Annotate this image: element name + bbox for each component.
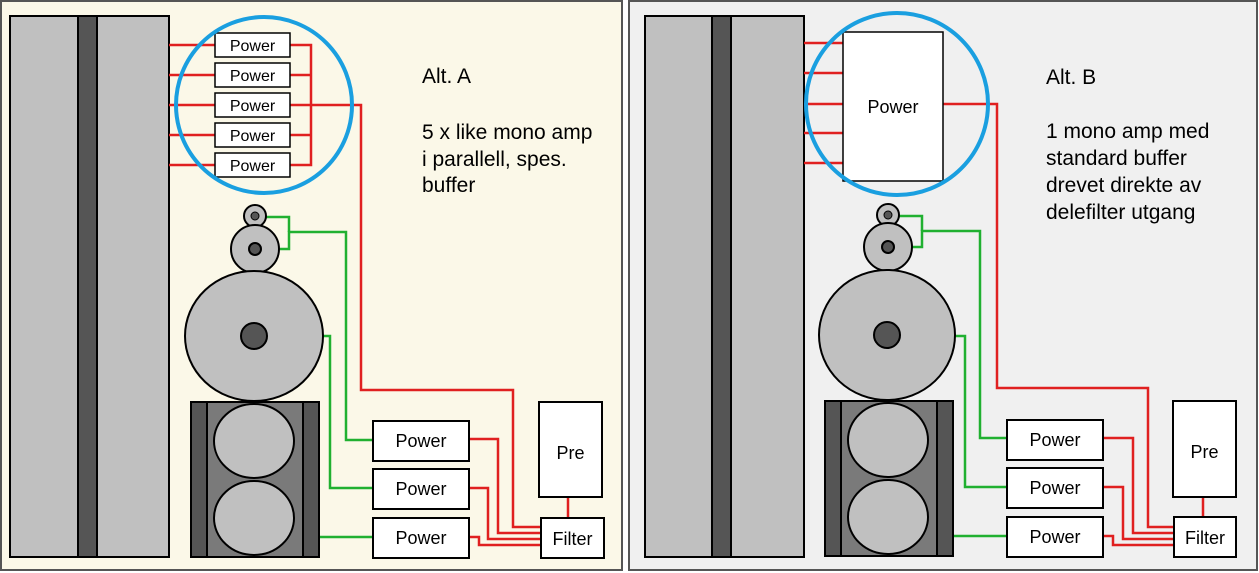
power-amp-label: Power <box>395 528 446 548</box>
bass-amp-group: Power Power Power Power Power <box>214 32 291 178</box>
mid-amp-group: Power Power Power <box>1006 419 1104 558</box>
power-amp-label: Power <box>1029 527 1080 547</box>
panel-b-description-line: delefilter utgang <box>1046 201 1195 224</box>
filter-label: Filter <box>553 529 593 549</box>
pre-label: Pre <box>1190 442 1218 462</box>
power-amp-label: Power <box>395 431 446 451</box>
bass-amp-label: Power <box>230 158 276 175</box>
highlight-circle <box>174 15 354 195</box>
filter-box <box>1173 516 1237 558</box>
bass-amp-box <box>214 92 291 118</box>
panel-b-title: Alt. B <box>1046 66 1096 89</box>
pre-label: Pre <box>556 443 584 463</box>
power-amp-box <box>1006 467 1104 509</box>
power-amp-box <box>1006 419 1104 461</box>
panel-b-description-line: drevet direkte av <box>1046 174 1202 197</box>
pre-box <box>1172 400 1237 498</box>
filter-box <box>540 517 605 559</box>
bass-amp-label: Power <box>230 68 276 85</box>
bass-column <box>9 15 170 558</box>
panel-b-description-line: 1 mono amp med <box>1046 120 1209 143</box>
bass-column <box>644 15 805 558</box>
pre-box <box>538 401 603 498</box>
power-amp-label: Power <box>395 479 446 499</box>
power-amp-box <box>1006 516 1104 558</box>
speaker-drivers <box>184 204 324 558</box>
bass-amp-box <box>842 31 944 182</box>
power-amp-label: Power <box>1029 430 1080 450</box>
panel-a: Power Power Power Power Power Power Powe… <box>0 0 623 571</box>
panel-b: Power Power Power Power Pre Filter Alt. … <box>628 0 1258 571</box>
bass-amp-box <box>214 122 291 148</box>
power-amp-box <box>372 420 470 462</box>
power-amp-label: Power <box>1029 478 1080 498</box>
bass-amp-label: Power <box>230 128 276 145</box>
speaker-wires <box>262 215 373 539</box>
panel-a-description-line: buffer <box>422 174 475 197</box>
bass-amp-box <box>214 62 291 88</box>
panel-a-description-line: 5 x like mono amp <box>422 121 592 144</box>
signal-wires <box>169 43 570 547</box>
bass-amp-label: Power <box>230 98 276 115</box>
highlight-circle <box>804 11 990 197</box>
panel-a-description-line: i parallell, spes. <box>422 148 567 171</box>
bass-amp-box <box>214 152 291 178</box>
bass-amp-label: Power <box>230 38 276 55</box>
bass-amp-box <box>214 32 291 58</box>
speaker-drivers <box>818 203 956 557</box>
panel-b-description-line: standard buffer <box>1046 147 1187 170</box>
panel-a-title: Alt. A <box>422 65 471 88</box>
power-amp-box <box>372 468 470 510</box>
power-amp-box <box>372 517 470 559</box>
bass-amp-label: Power <box>867 97 918 117</box>
speaker-wires <box>897 214 1007 538</box>
mid-amp-group: Power Power Power <box>372 420 470 559</box>
filter-label: Filter <box>1185 528 1225 548</box>
